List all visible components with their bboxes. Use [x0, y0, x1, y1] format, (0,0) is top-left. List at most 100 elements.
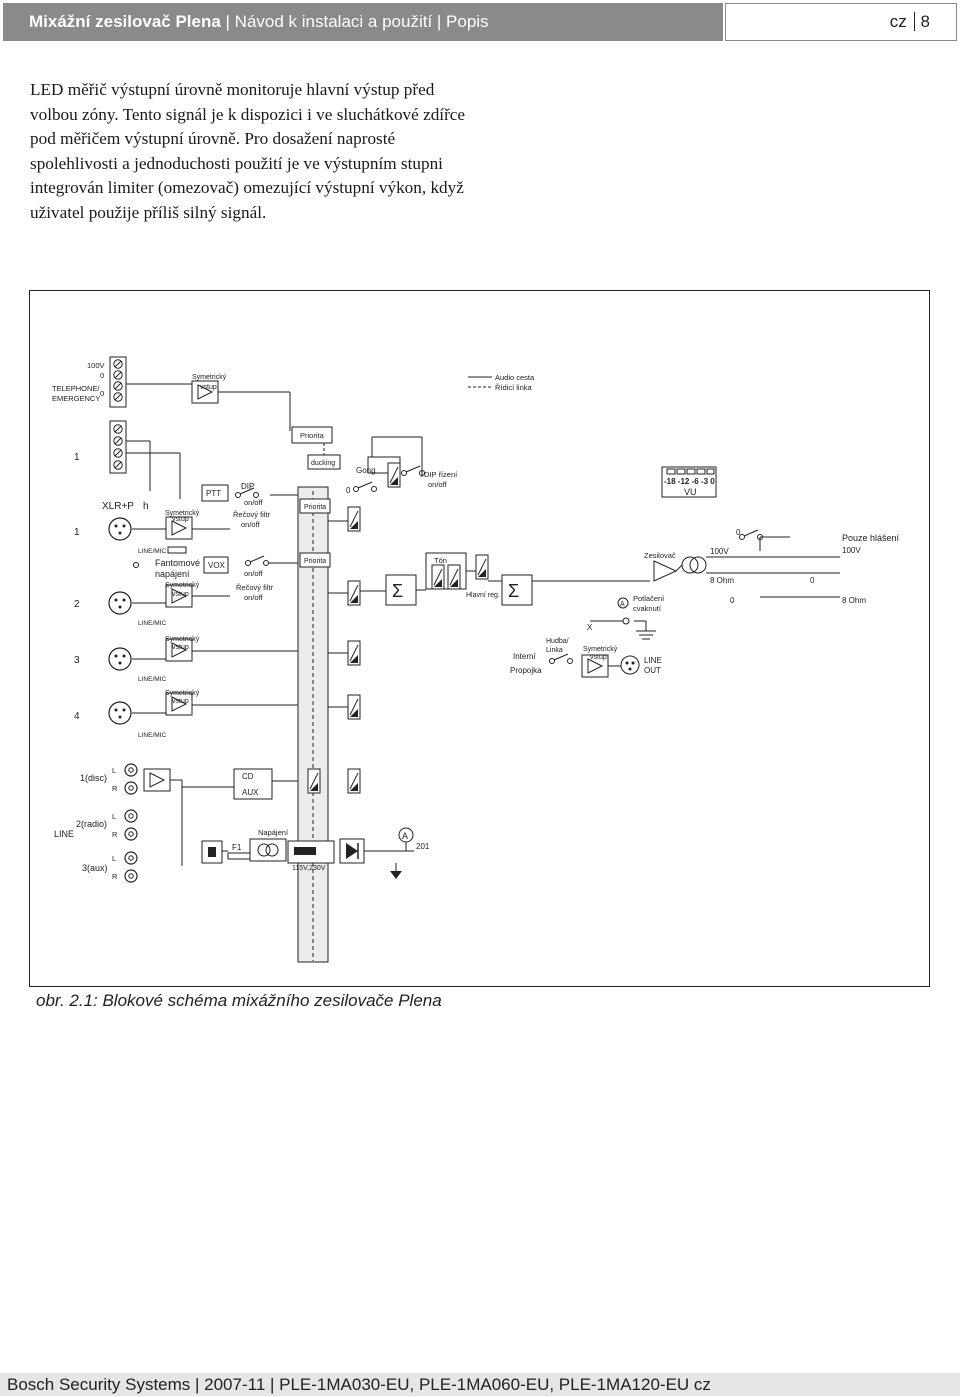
input-4-sym-2: vstup	[172, 698, 189, 705]
vu-scale: -18 -12 -6 -3 0	[664, 477, 715, 486]
line-out-label-2: OUT	[644, 666, 661, 675]
line-out-sym-1: Symetrický	[583, 646, 618, 653]
figure-caption: obr. 2.1: Blokové schéma mixážního zesil…	[36, 991, 442, 1010]
radio-label: 2(radio)	[76, 819, 107, 829]
click-suppress-2: cvaknutí	[633, 604, 662, 613]
header-page-number: 8	[913, 12, 930, 31]
aux-label: 3(aux)	[82, 863, 108, 873]
sigma-1: Σ	[392, 581, 403, 601]
selector-aux: AUX	[242, 788, 259, 797]
ducking-label: ducking	[311, 460, 335, 467]
radio-r: R	[112, 830, 118, 839]
input-3-linemic: LINE/MIC	[138, 676, 166, 683]
header-page-box: cz 8	[725, 3, 957, 41]
phantom-label-1: Fantomové	[155, 558, 200, 568]
aux-r: R	[112, 872, 118, 881]
right-100v: 100V	[842, 546, 861, 555]
line-out-sym-2: vstup	[590, 654, 607, 661]
line-group-label: LINE	[54, 829, 74, 839]
right-8ohm: 8 Ohm	[842, 596, 866, 605]
input-3-sym-2: vstup	[172, 644, 189, 651]
selector-cd: CD	[242, 772, 254, 781]
page-header: Mixážní zesilovač Plena | Návod k instal…	[3, 3, 957, 41]
line-out-label-1: LINE	[644, 656, 662, 665]
priority-top-label: Priorita	[300, 431, 325, 440]
music-label-1: Hudba/	[546, 638, 569, 645]
music-label-2: Linka	[546, 647, 563, 654]
header-title-section: | Návod k instalaci a použití | Popis	[220, 12, 489, 31]
out-0: 0	[730, 596, 735, 605]
radio-l: L	[112, 812, 116, 821]
tel-100v-label: 100V	[87, 361, 105, 370]
filter-2-onoff: on/off	[244, 593, 264, 602]
xlr-input-3	[108, 647, 132, 671]
xlr-input-4	[108, 701, 132, 725]
input-4-linemic: LINE/MIC	[138, 732, 166, 739]
input-2-label: 2	[74, 599, 80, 610]
main-volume-label: Hlavní reg.	[466, 592, 500, 599]
a-indicator: A	[620, 601, 625, 608]
vox-onoff: on/off	[244, 569, 264, 578]
disc-l: L	[112, 766, 116, 775]
input-3-linemic-top: LINE/MIC	[138, 620, 166, 627]
tel-label-1: TELEPHONE/	[52, 384, 100, 393]
legend-control: Řídicí linka	[495, 383, 533, 392]
jumper-label: Propojka	[510, 666, 542, 675]
dip-onoff: on/off	[244, 498, 264, 507]
filter-2-label: Řečový filtr	[236, 583, 274, 592]
priority-1-label: Priorita	[304, 504, 326, 511]
header-lang: cz	[889, 12, 907, 31]
click-suppress-1: Potlačení	[633, 594, 665, 603]
fuse-label: F1	[232, 843, 242, 852]
right-0: 0	[810, 576, 815, 585]
source-selector	[233, 768, 273, 800]
filter-1-label: Řečový filtr	[233, 510, 271, 519]
tel-label-2: EMERGENCY	[52, 394, 100, 403]
input-1-top-label: 1	[74, 452, 80, 463]
input-3-label: 3	[74, 655, 80, 666]
tel-sym-label-1: Symetrický	[192, 374, 227, 381]
gong-label: Gong	[356, 466, 376, 475]
switch-0: 0	[736, 528, 741, 537]
vu-label: VU	[684, 487, 697, 497]
sigma-2: Σ	[508, 581, 519, 601]
out-100v: 100V	[710, 547, 729, 556]
announcement-only-label: Pouze hlášení	[842, 533, 900, 543]
tel-0b-label: 0	[100, 389, 104, 398]
block-diagram-svg: 100V 0 0 TELEPHONE/ EMERGENCY Symetrický…	[52, 356, 900, 963]
internal-label: Interní	[513, 652, 536, 661]
out-8ohm: 8 Ohm	[710, 576, 734, 585]
xlr-input-1	[108, 517, 132, 541]
psu-label: Napájení	[258, 828, 289, 837]
xlr-label: XLR+P	[102, 501, 134, 512]
block-diagram: 100V 0 0 TELEPHONE/ EMERGENCY Symetrický…	[29, 290, 930, 987]
diagram-legend: Audio cesta Řídicí linka	[468, 373, 535, 392]
tel-sym-label-2: vstup	[200, 384, 217, 391]
disc-label: 1(disc)	[80, 773, 107, 783]
vu-meter: -18 -12 -6 -3 0 VU	[661, 466, 717, 498]
phantom-label-2: napájení	[155, 569, 190, 579]
input-2-sym-2: vstup	[172, 591, 189, 598]
header-title: Mixážní zesilovač Plena | Návod k instal…	[3, 3, 723, 41]
vox-label: VOX	[208, 561, 226, 570]
dip-rizeni-label: DIP řízení	[424, 470, 458, 479]
input-2-sym-1: Symetrický	[165, 582, 200, 589]
legend-audio: Audio cesta	[495, 373, 535, 382]
dc-201-label: 201	[416, 842, 430, 851]
header-title-product: Mixážní zesilovač Plena	[29, 12, 221, 31]
dip-rizeni-onoff: on/off	[428, 480, 448, 489]
h-label: h	[143, 501, 149, 512]
priority-2-label: Priorita	[304, 558, 326, 565]
tone-label: Tón	[434, 556, 447, 565]
input-3-sym-1: Symetrický	[165, 636, 200, 643]
dip-label: DIP	[241, 482, 254, 491]
x-label: X	[587, 623, 593, 632]
disc-r: R	[112, 784, 118, 793]
input-2-linemic: LINE/MIC	[138, 548, 166, 555]
ptt-label: PTT	[206, 489, 221, 498]
input-1-sym-1: Symetrický	[165, 510, 200, 517]
gong-zero: 0	[346, 486, 351, 495]
aux-l: L	[112, 854, 116, 863]
psu-a: A	[402, 831, 408, 841]
mains-voltage-label: 115V,230V	[292, 865, 326, 872]
